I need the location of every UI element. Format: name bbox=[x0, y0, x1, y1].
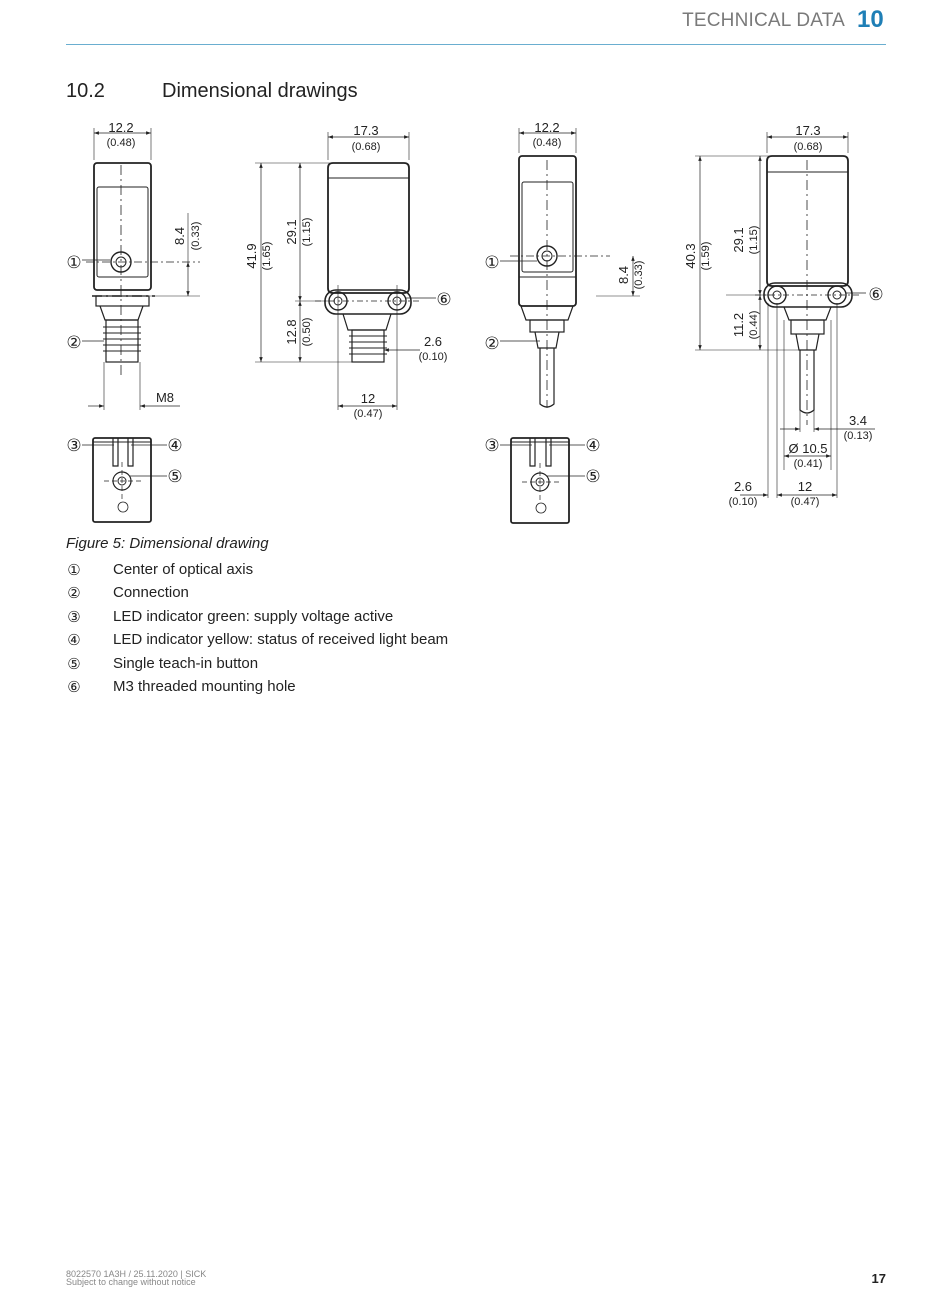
front-view-connector bbox=[82, 128, 200, 410]
footer-doc-ref: 8022570 1A3H / 25.11.2020 | SICK bbox=[66, 1269, 207, 1279]
legend-marker: ⑤ bbox=[67, 655, 81, 673]
d3-height-in: (0.33) bbox=[633, 261, 645, 290]
d1-height-in: (0.33) bbox=[190, 222, 202, 251]
d2-offset: 2.6 bbox=[424, 334, 442, 349]
d2-bottom: 12.8 bbox=[284, 319, 299, 344]
d2-bottom-in: (0.50) bbox=[301, 318, 313, 347]
front-view-cable bbox=[500, 128, 640, 408]
d4-width-in: (0.68) bbox=[794, 141, 823, 153]
section-title: Dimensional drawings bbox=[162, 80, 358, 102]
marker-6-d2: ⑥ bbox=[436, 290, 451, 309]
marker-5-d3: ⑤ bbox=[585, 467, 600, 486]
marker-4-d1: ④ bbox=[167, 436, 182, 455]
d2-offset-in: (0.10) bbox=[419, 351, 448, 363]
d4-cable: 3.4 bbox=[849, 413, 867, 428]
footer-notice: Subject to change without notice bbox=[66, 1277, 196, 1287]
d3-width-in: (0.48) bbox=[533, 137, 562, 149]
d2-spacing-in: (0.47) bbox=[354, 408, 383, 420]
d4-offset: 2.6 bbox=[734, 479, 752, 494]
section-number: 10.2 bbox=[66, 80, 105, 102]
legend-text: Single teach-in button bbox=[113, 654, 259, 672]
marker-4-d3: ④ bbox=[585, 436, 600, 455]
d4-diameter: Ø 10.5 bbox=[788, 441, 827, 456]
d4-offset-in: (0.10) bbox=[729, 496, 758, 508]
d2-width: 17.3 bbox=[353, 123, 378, 138]
figure-caption: Figure 5: Dimensional drawing bbox=[66, 535, 269, 552]
legend-text: M3 threaded mounting hole bbox=[113, 677, 296, 695]
marker-5-d1: ⑤ bbox=[167, 467, 182, 486]
side-view-connector bbox=[255, 132, 436, 410]
d1-width-in: (0.48) bbox=[107, 137, 136, 149]
d2-width-in: (0.68) bbox=[352, 141, 381, 153]
d2-total-in: (1.65) bbox=[261, 242, 273, 271]
page-number: 17 bbox=[871, 1271, 886, 1286]
header-rule bbox=[66, 44, 886, 45]
chapter-number: 10 bbox=[857, 6, 884, 33]
d4-diameter-in: (0.41) bbox=[794, 458, 823, 470]
d1-height: 8.4 bbox=[172, 227, 187, 245]
d3-width: 12.2 bbox=[534, 120, 559, 135]
marker-3-d1: ③ bbox=[66, 436, 81, 455]
marker-1-d3: ① bbox=[484, 253, 499, 272]
top-view-cable bbox=[500, 437, 585, 524]
d4-spacing: 12 bbox=[798, 479, 812, 494]
legend-text: Connection bbox=[113, 584, 189, 602]
legend-marker: ③ bbox=[67, 608, 81, 626]
d2-spacing: 12 bbox=[361, 391, 375, 406]
marker-6-d4: ⑥ bbox=[868, 285, 883, 304]
side-view-cable bbox=[695, 132, 875, 498]
marker-2-d3: ② bbox=[484, 334, 499, 353]
legend-text: Center of optical axis bbox=[113, 561, 254, 578]
d4-bottom: 11.2 bbox=[731, 313, 746, 337]
d2-top: 29.1 bbox=[284, 219, 299, 244]
marker-3-d3: ③ bbox=[484, 436, 499, 455]
d4-top: 29.1 bbox=[731, 227, 746, 252]
top-view-connector bbox=[82, 437, 167, 523]
d2-total: 41.9 bbox=[244, 243, 259, 268]
d1-thread: M8 bbox=[156, 390, 174, 405]
legend-marker: ④ bbox=[67, 632, 81, 650]
legend-text: LED indicator green: supply voltage acti… bbox=[113, 607, 394, 625]
dimensional-drawing: 12.2 (0.48) 8.4 (0.33) M8 ① ② ③ ④ ⑤ bbox=[66, 120, 884, 524]
d4-top-in: (1.15) bbox=[748, 226, 760, 255]
chapter-title: TECHNICAL DATA bbox=[682, 10, 845, 31]
legend-marker: ⑥ bbox=[67, 678, 81, 696]
d3-height: 8.4 bbox=[616, 266, 631, 284]
d4-width: 17.3 bbox=[795, 123, 820, 138]
d1-width: 12.2 bbox=[108, 120, 133, 135]
legend-marker: ① bbox=[67, 562, 81, 579]
d4-total: 40.3 bbox=[683, 243, 698, 268]
d4-total-in: (1.59) bbox=[700, 242, 712, 271]
marker-2-d1: ② bbox=[66, 333, 81, 352]
marker-1-d1: ① bbox=[66, 253, 81, 272]
d4-spacing-in: (0.47) bbox=[791, 496, 820, 508]
legend-text: LED indicator yellow: status of received… bbox=[113, 631, 449, 649]
d2-top-in: (1.15) bbox=[301, 218, 313, 247]
d4-bottom-in: (0.44) bbox=[748, 311, 760, 340]
d4-cable-in: (0.13) bbox=[844, 430, 873, 442]
legend-marker: ② bbox=[67, 585, 81, 603]
